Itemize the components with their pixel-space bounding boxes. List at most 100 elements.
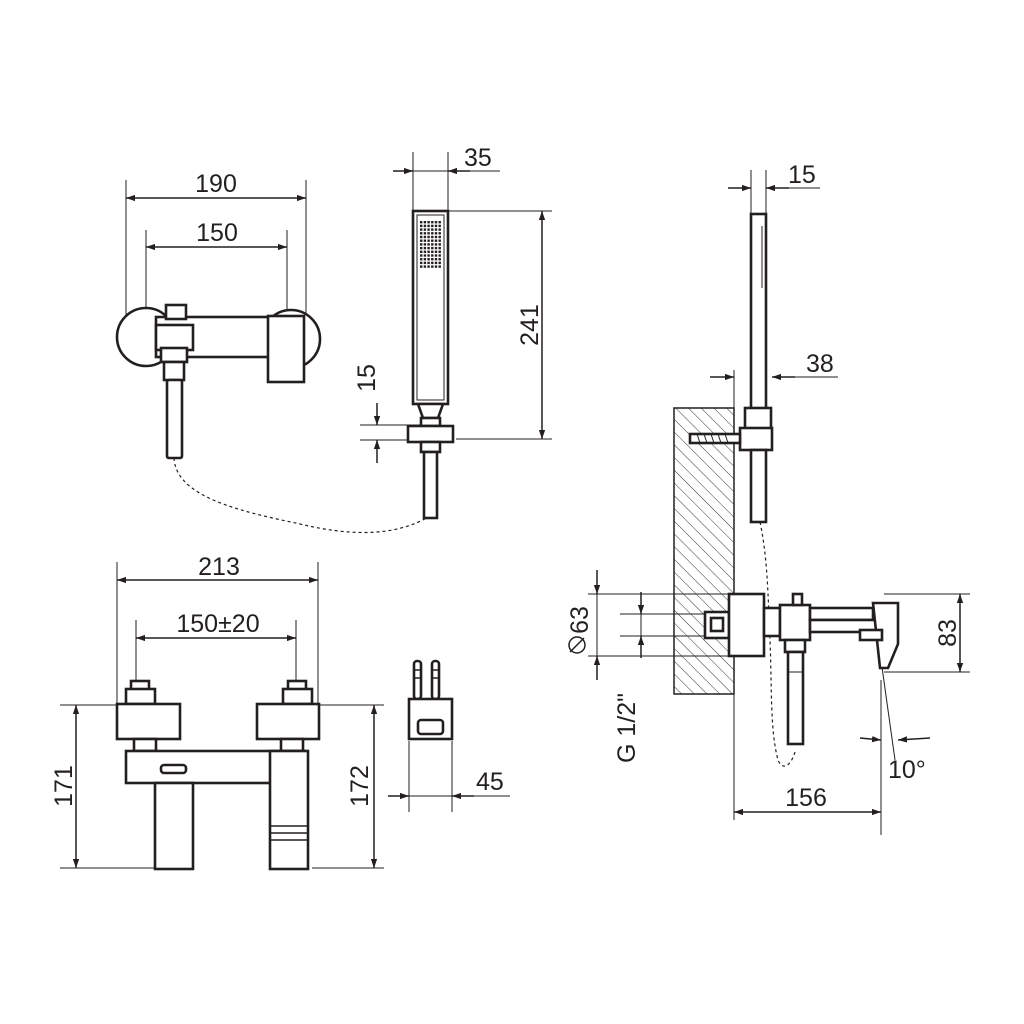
nozzle-dot (423, 254, 427, 257)
dim-side-diameter: 63 (566, 606, 594, 634)
nozzle-dot (438, 254, 441, 257)
nozzle-dot (431, 235, 434, 239)
nozzle-dot (420, 254, 423, 257)
nozzle-dot (434, 258, 438, 261)
nozzle-dot (423, 258, 427, 261)
nozzle-dot (434, 261, 438, 265)
nozzle-dot (431, 232, 434, 235)
nozzle-dot (438, 246, 441, 250)
nozzle-dot (438, 243, 441, 246)
nozzle-dot (427, 246, 430, 250)
nozzle-dot (431, 243, 434, 246)
nozzle-dot (431, 265, 434, 268)
nozzle-dot (427, 224, 430, 228)
nozzle-dot (434, 232, 438, 235)
nozzle-dot (438, 221, 441, 224)
nozzle-dot (420, 265, 423, 268)
handshower-nozzle-grid (420, 221, 441, 268)
nozzle-dot (431, 224, 434, 228)
nozzle-dot (423, 246, 427, 250)
nozzle-dot (434, 239, 438, 242)
dim-front-height-left: 171 (50, 765, 78, 807)
nozzle-dot (420, 221, 423, 224)
nozzle-dot (431, 221, 434, 224)
nozzle-dot (427, 254, 430, 257)
nozzle-dot (427, 243, 430, 246)
nozzle-dot (423, 228, 427, 231)
nozzle-dot (438, 239, 441, 242)
nozzle-dot (427, 261, 430, 265)
nozzle-dot (434, 265, 438, 268)
nozzle-dot (427, 265, 430, 268)
nozzle-dot (438, 265, 441, 268)
nozzle-dot (438, 261, 441, 265)
nozzle-dot (431, 261, 434, 265)
handshower-view: 35 241 15 (353, 144, 552, 520)
dim-side-projection: 156 (785, 784, 827, 812)
nozzle-dot (423, 261, 427, 265)
nozzle-dot (427, 228, 430, 231)
mixer-front-view: 213 150±20 171 172 (50, 553, 384, 871)
dim-connector-depth: 45 (476, 768, 504, 796)
nozzle-dot (420, 246, 423, 250)
nozzle-dot (434, 235, 438, 239)
nozzle-dot (434, 250, 438, 253)
nozzle-dot (420, 232, 423, 235)
nozzle-dot (420, 258, 423, 261)
nozzle-dot (420, 224, 423, 228)
nozzle-dot (438, 228, 441, 231)
nozzle-dot (427, 258, 430, 261)
wall-section (673, 407, 735, 695)
dim-handshower-connector: 15 (353, 364, 381, 392)
dim-top-width-total: 190 (195, 170, 237, 198)
nozzle-dot (431, 250, 434, 253)
dim-handshower-length: 241 (516, 304, 544, 346)
dim-side-rail-width: 15 (788, 161, 816, 189)
nozzle-dot (438, 258, 441, 261)
nozzle-dot (423, 265, 427, 268)
nozzle-dot (423, 232, 427, 235)
nozzle-dot (423, 239, 427, 242)
nozzle-dot (434, 243, 438, 246)
dim-front-height-right: 172 (346, 765, 374, 807)
nozzle-dot (438, 250, 441, 253)
dim-side-bracket-depth: 38 (806, 350, 834, 378)
nozzle-dot (434, 228, 438, 231)
diameter-symbol-icon (568, 636, 586, 654)
dim-side-height: 83 (934, 619, 962, 647)
nozzle-dot (420, 243, 423, 246)
nozzle-dot (438, 235, 441, 239)
nozzle-dot (434, 254, 438, 257)
nozzle-dot (420, 261, 423, 265)
nozzle-dot (423, 235, 427, 239)
nozzle-dot (427, 235, 430, 239)
nozzle-dot (431, 228, 434, 231)
mixer-top-view: 190 150 (115, 170, 431, 534)
nozzle-dot (438, 224, 441, 228)
nozzle-dot (423, 224, 427, 228)
nozzle-dot (420, 228, 423, 231)
nozzle-dot (420, 239, 423, 242)
nozzle-dot (431, 258, 434, 261)
nozzle-dot (423, 250, 427, 253)
dim-front-width-centers: 150±20 (176, 610, 259, 638)
nozzle-dot (431, 239, 434, 242)
nozzle-dot (434, 221, 438, 224)
dim-side-spout-angle: 10° (888, 756, 926, 784)
nozzle-dot (431, 254, 434, 257)
dim-side-thread: G 1/2" (613, 693, 641, 763)
nozzle-dot (420, 250, 423, 253)
dim-top-width-centers: 150 (196, 219, 238, 247)
nozzle-dot (427, 221, 430, 224)
connector-view: 45 (388, 659, 510, 812)
dim-front-width-total: 213 (198, 553, 240, 581)
dim-handshower-width: 35 (464, 144, 492, 172)
nozzle-dot (434, 224, 438, 228)
nozzle-dot (427, 239, 430, 242)
nozzle-dot (427, 232, 430, 235)
nozzle-dot (423, 221, 427, 224)
nozzle-dot (423, 243, 427, 246)
nozzle-dot (431, 246, 434, 250)
mixer-side-view: 15 38 63 G 1/2" (566, 161, 970, 835)
